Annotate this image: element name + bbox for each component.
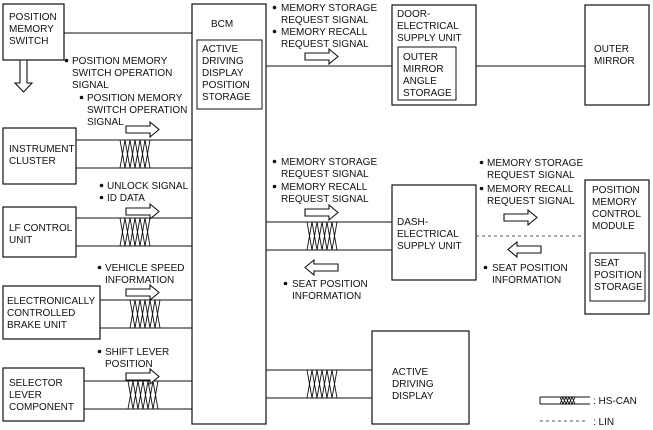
pm-recall-request-signal: MEMORY RECALL REQUEST SIGNAL — [479, 184, 576, 207]
seat-position-storage-box — [589, 252, 646, 302]
twisted-pair-strand — [129, 299, 161, 329]
unlock-signal: UNLOCK SIGNAL — [99, 181, 189, 192]
svg-text:MEMORY RECALL REQUES: MEMORY RECALL REQUEST SIGNAL — [487, 184, 576, 207]
id-data-signal: ID DATA — [99, 193, 145, 204]
twisted-pair-strand — [119, 139, 151, 169]
active-driving-display-box — [371, 330, 470, 425]
pms-operation-signal: POSITION MEMORY SWITCH OPERATION SIGNAL — [64, 56, 175, 91]
dash-request-arrow — [304, 203, 339, 222]
vehicle-speed-signal: VEHICLE SPEED INFORMATION — [97, 263, 187, 286]
seat-info-to-bcm-signal: SEAT POSITION INFORMATION — [283, 279, 371, 302]
svg-text:UNLOCK SIGNAL: UNLOCK SIGNAL — [107, 181, 189, 192]
lf-control-unit-label: LF CONTROL UNIT — [9, 223, 75, 246]
dash-storage-request-signal: MEMORY STORAGE REQUEST SIGNAL — [272, 157, 380, 180]
outer-mirror-label: OUTER MIRROR — [594, 44, 635, 67]
twist-cluster — [119, 139, 151, 169]
twisted-pair-strand — [127, 380, 159, 410]
pm-request-arrow — [503, 208, 538, 227]
twisted-pair-strand — [119, 217, 151, 247]
instrument-cluster-box — [2, 127, 77, 185]
pms-operation-down-arrow — [13, 59, 34, 93]
legend-lin-label: : LIN — [593, 417, 614, 428]
svg-text:MEMORY STORAGE REQUE: MEMORY STORAGE REQUEST SIGNAL — [487, 158, 586, 181]
pm-storage-request-signal: MEMORY STORAGE REQUEST SIGNAL — [479, 158, 586, 181]
outer-mirror-angle-storage-box — [397, 46, 457, 101]
legend-hs-can-label: : HS-CAN — [593, 396, 637, 407]
door-storage-request-signal: MEMORY STORAGE REQUEST SIGNAL — [272, 3, 380, 26]
lf-signal-arrow — [125, 202, 160, 221]
twisted-pair-strand — [129, 299, 161, 329]
bcm-label: BCM — [211, 19, 233, 30]
twisted-pair-strand — [306, 369, 338, 399]
door-recall-request-signal: MEMORY RECALL REQUEST SIGNAL — [272, 27, 370, 50]
door-electrical-supply-unit-label: DOOR- ELECTRICAL SUPPLY UNIT — [397, 9, 462, 44]
selector-lever-label: SELECTOR LEVER COMPONENT — [9, 378, 74, 413]
hs-can-selector — [84, 380, 192, 410]
outer-mirror-box — [584, 4, 650, 106]
svg-text:POSITION MEMORY SWIT: POSITION MEMORY SWITCH OPERATION SIGNAL — [72, 56, 175, 91]
svg-text:SEAT POSITION INFORM: SEAT POSITION INFORMATION — [292, 279, 371, 302]
hs-can-lf — [76, 217, 192, 247]
twisted-pair-strand — [119, 217, 151, 247]
svg-text:SHIFT LEVER POSITION: SHIFT LEVER POSITION — [105, 347, 172, 370]
hs-can-display — [266, 369, 372, 399]
seat-position-storage-label: SEAT POSITION STORAGE — [594, 258, 645, 293]
svg-text:SEAT POSITION INFORM: SEAT POSITION INFORMATION — [492, 263, 571, 286]
active-driving-display-label: ACTIVE DRIVING DISPLAY — [392, 367, 436, 402]
dash-recall-request-signal: MEMORY RECALL REQUEST SIGNAL — [272, 182, 370, 205]
electronically-controlled-brake-unit-box — [2, 285, 101, 340]
svg-text:VEHICLE SPEED INFORM: VEHICLE SPEED INFORMATION — [105, 263, 187, 286]
twisted-pair-strand — [119, 139, 151, 169]
seat-info-from-pmcm-signal: SEAT POSITION INFORMATION — [483, 263, 571, 286]
outer-mirror-angle-storage-label: OUTER MIRROR ANGLE STORAGE — [403, 52, 452, 99]
twisted-pair-strand — [306, 221, 338, 251]
door-request-arrow — [304, 47, 339, 66]
hs-can-dash — [266, 221, 392, 251]
seat-info-from-pmcm-arrow — [507, 240, 542, 259]
svg-text:POSITION MEMORY SWIT: POSITION MEMORY SWITCH OPERATION SIGNAL — [87, 93, 190, 128]
position-memory-switch-label: POSITION MEMORY SWITCH — [9, 12, 60, 47]
twisted-pair-strand — [306, 221, 338, 251]
legend-hs-can: : HS-CAN — [539, 395, 637, 407]
position-memory-control-module-label: POSITION MEMORY CONTROL MODULE — [592, 185, 643, 232]
hs-can-brake — [100, 299, 192, 329]
pms-operation-can-signal: POSITION MEMORY SWITCH OPERATION SIGNAL — [79, 93, 190, 128]
hs-can-cluster — [76, 139, 192, 169]
selector-signal-arrow — [125, 367, 160, 386]
shift-lever-signal: SHIFT LEVER POSITION — [97, 347, 172, 370]
dash-electrical-supply-unit-box — [391, 184, 477, 281]
position-memory-switch-box — [2, 3, 65, 61]
legend-lin: : LIN — [540, 417, 614, 428]
dash-electrical-supply-unit-label: DASH- ELECTRICAL SUPPLY UNIT — [397, 217, 462, 252]
svg-text:MEMORY RECALL REQUES: MEMORY RECALL REQUEST SIGNAL — [281, 27, 370, 50]
seat-info-to-bcm-arrow — [304, 258, 339, 277]
brake-unit-label: ELECTRONICALLY CONTROLLED BRAKE UNIT — [7, 296, 98, 331]
lf-control-unit-box — [2, 206, 77, 258]
svg-text:MEMORY RECALL REQUES: MEMORY RECALL REQUEST SIGNAL — [281, 182, 370, 205]
svg-text:MEMORY STORAGE REQUE: MEMORY STORAGE REQUEST SIGNAL — [281, 3, 380, 26]
brake-signal-arrow — [125, 283, 160, 302]
svg-text:MEMORY STORAGE REQUE: MEMORY STORAGE REQUEST SIGNAL — [281, 157, 380, 180]
bcm-position-storage-box — [196, 39, 263, 110]
twisted-pair-strand — [306, 369, 338, 399]
svg-text:ID DATA: ID DATA — [107, 193, 145, 204]
bcm-position-storage-label: ACTIVE DRIVING DISPLAY POSITION STORAGE — [202, 44, 253, 103]
cluster-signal-arrow — [125, 120, 160, 139]
instrument-cluster-label: INSTRUMENT CLUSTER — [9, 144, 77, 167]
legend: : HS-CAN : LIN — [539, 395, 637, 428]
selector-lever-component-box — [2, 367, 85, 422]
